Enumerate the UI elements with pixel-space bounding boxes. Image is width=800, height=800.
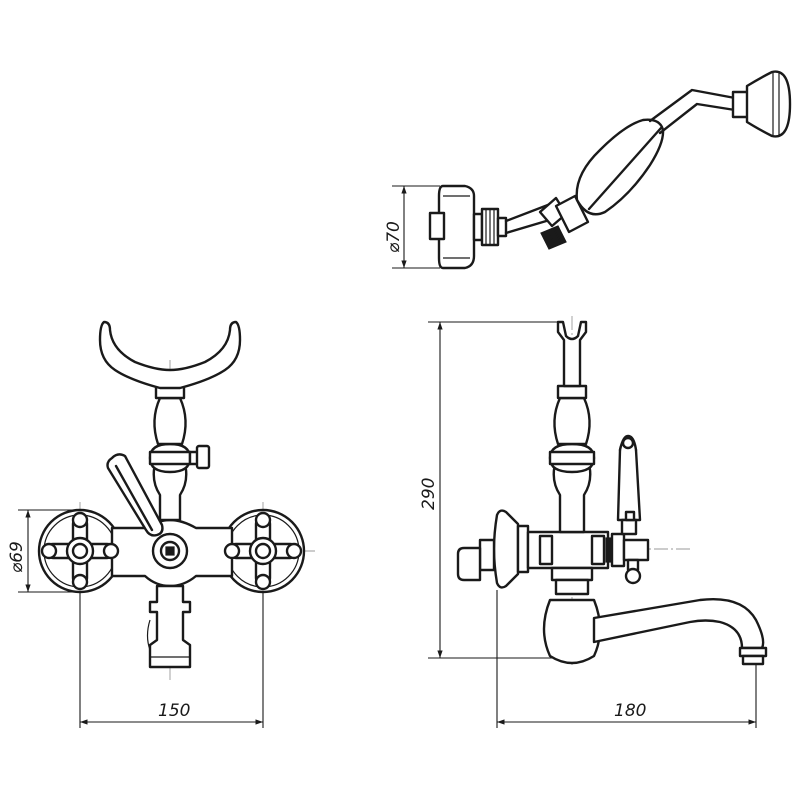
width-dimension-label: 150 [158, 701, 190, 721]
shower-diameter-label: ⌀70 [384, 221, 404, 253]
left-cross-handle [40, 511, 120, 591]
spout-length-label: 180 [614, 701, 646, 721]
flange-diameter-label: ⌀69 [7, 541, 27, 573]
height-dimension-label: 290 [419, 478, 439, 510]
mixer-side-view: 290 180 [419, 316, 768, 728]
hand-shower-view: ⌀70 [384, 70, 792, 270]
right-cross-handle [223, 511, 303, 591]
mixer-front-view: ⌀69 150 [7, 320, 315, 728]
